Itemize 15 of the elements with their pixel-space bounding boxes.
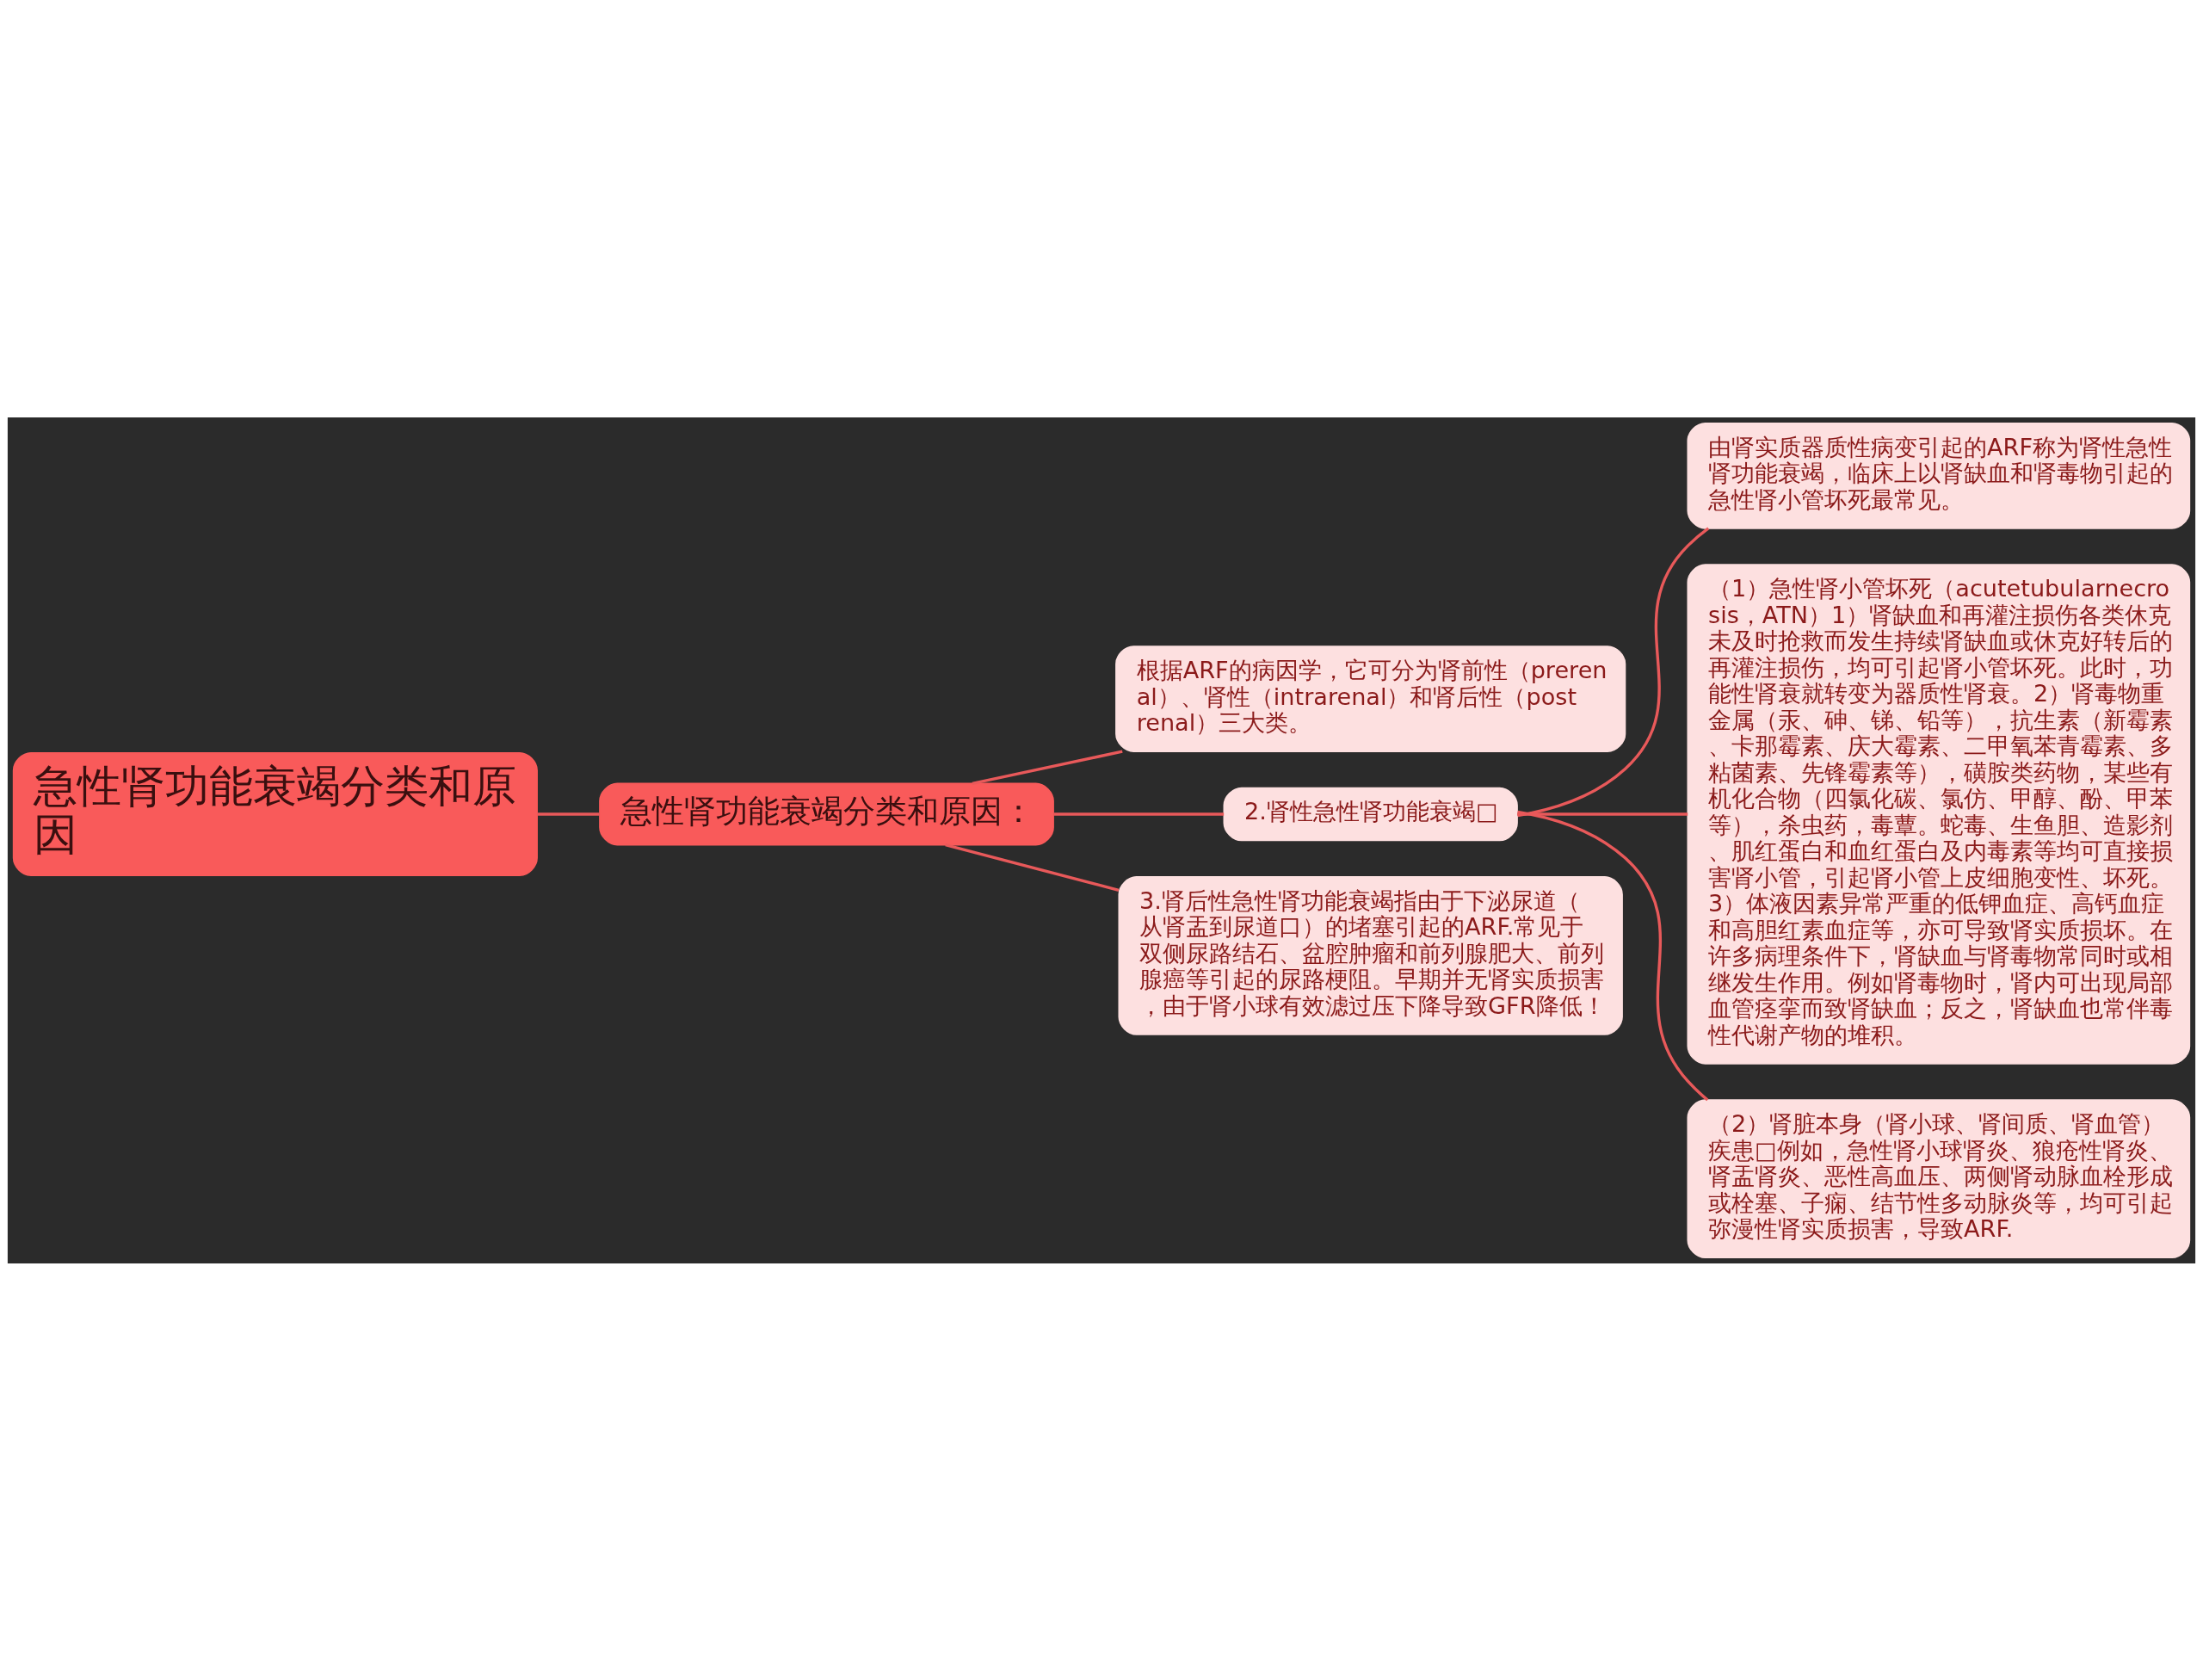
node-box: （2）肾脏本身（肾小球、肾间质、肾血管）疾患□例如，急性肾小球肾炎、狼疮性肾炎、肾盂肾炎、恶性高血压、两侧肾动脉血栓形成或栓塞、子痫、结节性多动脉炎等，均可引起弥漫性肾实质损害，导致ARF. [1687, 1098, 2191, 1258]
connector [1053, 812, 1225, 816]
node-box: 急性肾功能衰竭分类和原因 [12, 751, 538, 876]
node-box: 2.肾性急性肾功能衰竭□ [1223, 787, 1518, 841]
connector [1517, 810, 1709, 1101]
connector [1517, 527, 1710, 817]
connector [1517, 812, 1688, 816]
node-box: 根据ARF的病因学，它可分为肾前性（prerenal）、肾性（intrarenal）和肾后性（postrenal）三大类。 [1115, 645, 1626, 752]
connector [972, 750, 1123, 785]
connector [537, 812, 600, 816]
connector [945, 843, 1120, 892]
node-box: （1）急性肾小管坏死（acutetubularnecrosis，ATN）1）肾缺血和再灌注损伤各类休克未及时抢救而发生持续肾缺血或休克好转后的再灌注损伤，均可引起肾小管坏死。此时，功能性肾衰就转变为器质性肾衰。2）肾毒物重金属（汞、砷、锑、铅等），抗生素（新霉素、卡那霉素、庆大霉素、二甲氧苯青霉素、多粘菌素、先锋霉素等），磺胺类药物，某些有机化合物（四氯化碳、氯仿、甲醇、酚、甲苯等），杀虫药，毒蕈。蛇毒、生鱼胆、造影剂、肌红蛋白和血红蛋白及内毒素等均可直接损害肾小管，引起肾小管上皮细胞变性、坏死。3）体液因素异常严重的低钾血症、高钙血症和高胆红素血症等，亦可导致肾实质损坏。在许多病理条件下，肾缺血与肾毒物常同时或相继发生作用。例如肾毒物时，肾内可出现局部血管痉挛而致肾缺血；反之，肾缺血也常伴毒性代谢产物的堆积。 [1687, 563, 2191, 1065]
node-box: 急性肾功能衰竭分类和原因： [599, 782, 1054, 845]
node-box: 3.肾后性急性肾功能衰竭指由于下泌尿道（从肾盂到尿道口）的堵塞引起的ARF.常见于双侧尿路结石、盆腔肿瘤和前列腺肥大、前列腺癌等引起的尿路梗阻。早期并无肾实质损害，由于肾小球有效滤过压下降导致GFR降低！ [1118, 875, 1623, 1035]
node-box: 由肾实质器质性病变引起的ARF称为肾性急性肾功能衰竭，临床上以肾缺血和肾毒物引起的急性肾小管坏死最常见。 [1687, 422, 2191, 529]
